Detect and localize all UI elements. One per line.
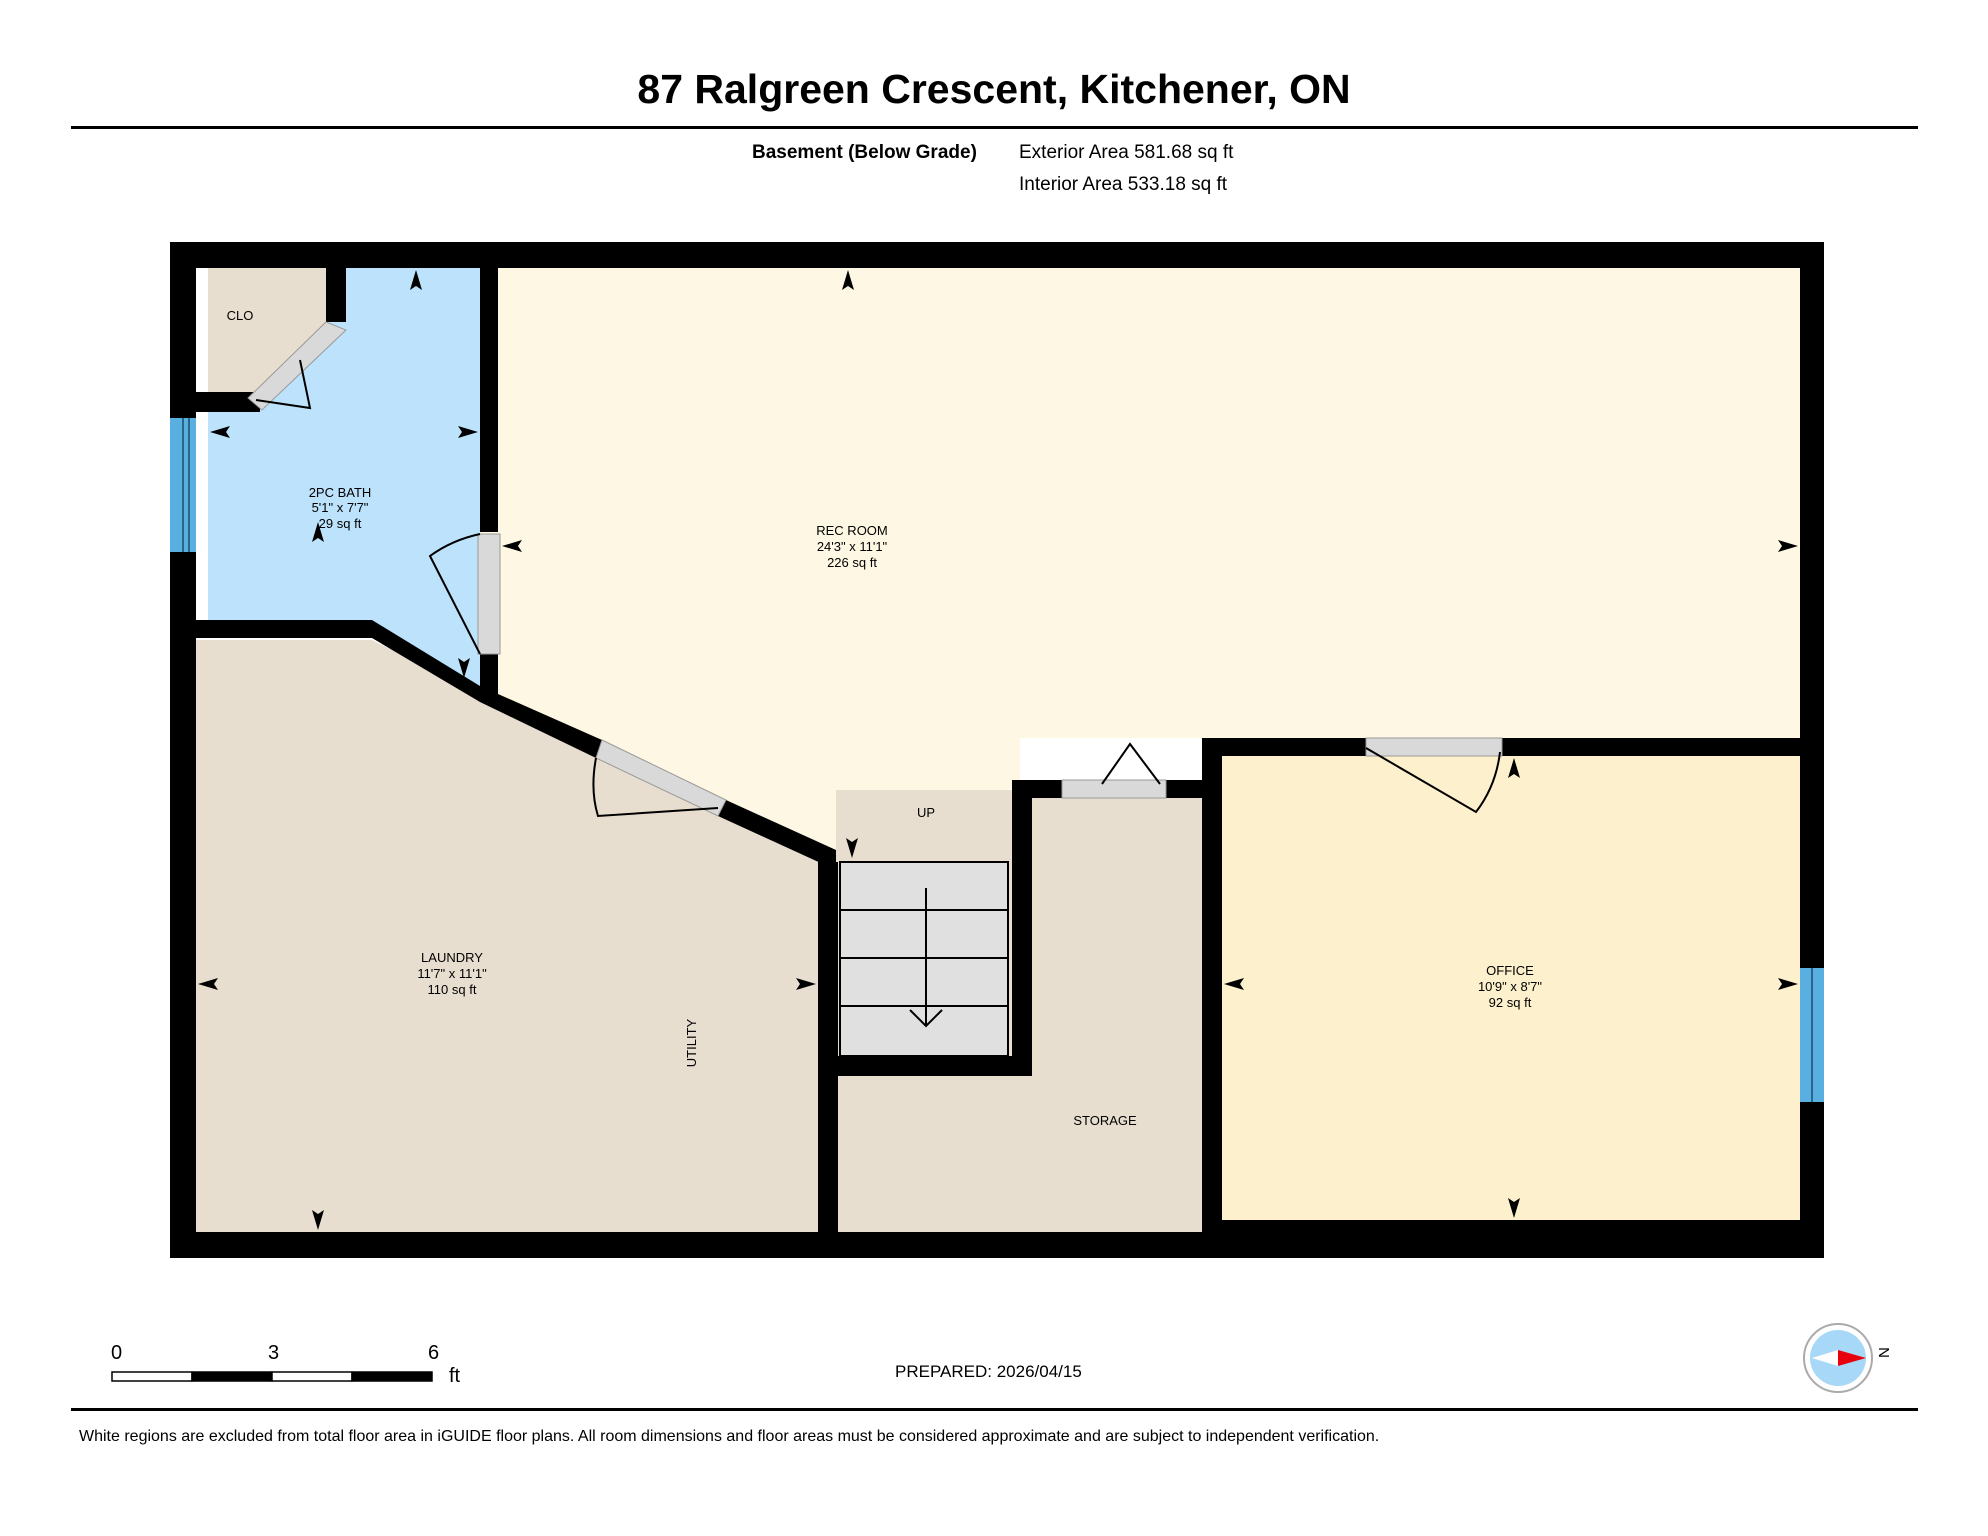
disclaimer-text: White regions are excluded from total fl… [79,1428,1380,1445]
scale-tick-3: 3 [268,1342,280,1364]
room-office-dims: 10'9" x 8'7" [1478,979,1542,994]
room-laundry-name: LAUNDRY [421,950,483,965]
door-storage [1061,742,1167,799]
prepared-date: PREPARED: 2026/04/15 [895,1362,1082,1381]
walls [170,242,1824,1258]
room-office-fill [1222,752,1800,1220]
dimension-markers [198,270,1798,1230]
room-rec-dims: 24'3" x 11'1" [817,539,888,554]
room-bath-name: 2PC BATH [309,485,372,500]
room-storage-name: STORAGE [1073,1113,1137,1128]
room-rec-area: 226 sq ft [827,555,877,570]
scale-bar [111,1371,433,1382]
door-office [1365,737,1503,814]
title-divider [71,126,1918,129]
room-bath-fill [208,268,480,690]
scale-unit: ft [449,1365,461,1387]
room-rec-fill [480,268,1800,860]
room-bath-dims: 5'1" x 7'7" [312,500,369,515]
footer-divider [71,1408,1918,1411]
room-office-area: 92 sq ft [1489,995,1532,1010]
page-title: 87 Ralgreen Crescent, Kitchener, ON [637,66,1351,112]
scale-tick-6: 6 [428,1342,440,1364]
exterior-area: Exterior Area 581.68 sq ft [1019,142,1234,163]
room-clo-name: CLO [227,308,254,323]
door-clo [247,321,347,411]
stairs-up-label: UP [917,805,935,820]
interior-area: Interior Area 533.18 sq ft [1019,174,1228,195]
stairs [839,861,1009,1057]
room-rec-name: REC ROOM [816,523,888,538]
utility-label: UTILITY [684,1018,699,1067]
compass-icon [1803,1323,1873,1393]
room-laundry-dims: 11'7" x 11'1" [417,966,487,981]
compass-north-label: N [1874,1347,1892,1358]
scale-tick-0: 0 [111,1342,123,1364]
door-laundry [592,739,727,818]
level-name: Basement (Below Grade) [752,142,977,163]
room-laundry-area: 110 sq ft [428,982,477,997]
room-bath-area: 29 sq ft [319,516,362,531]
room-office-name: OFFICE [1486,963,1534,978]
door-bath [428,533,501,655]
